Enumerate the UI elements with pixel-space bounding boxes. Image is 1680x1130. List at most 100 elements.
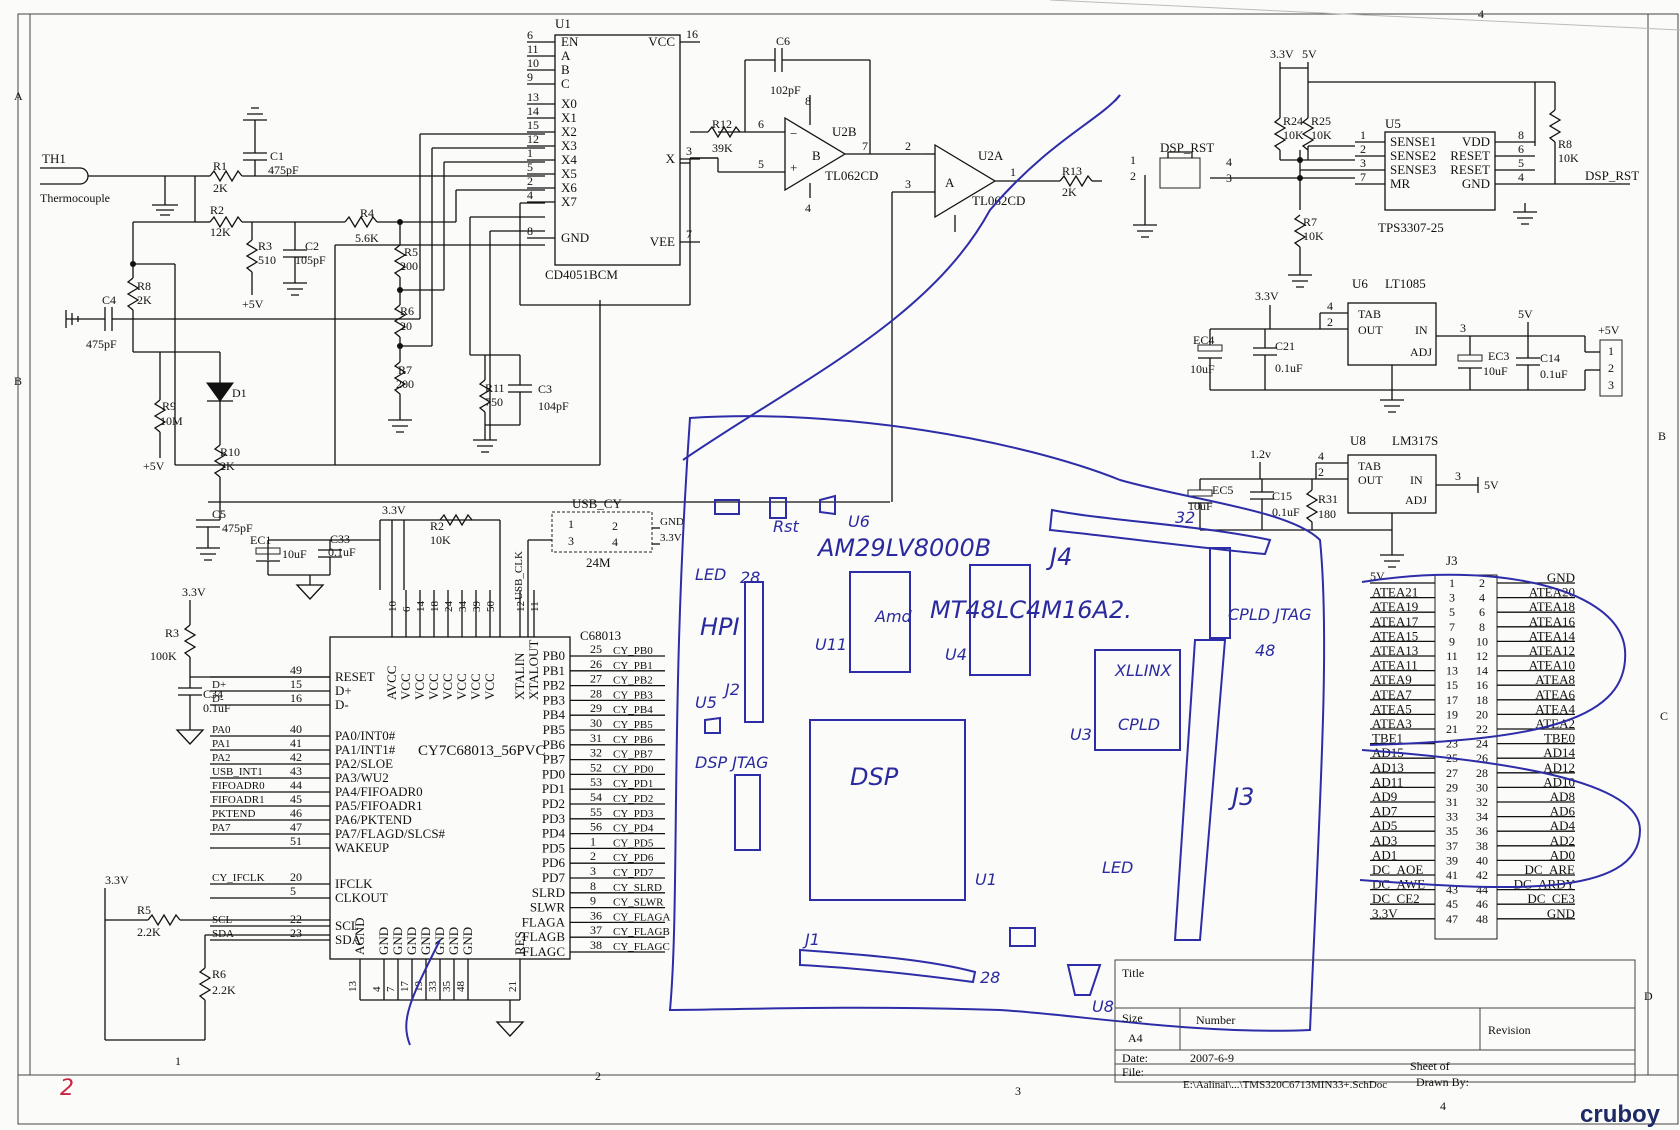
j3-right-net: AD12 [1543, 760, 1575, 775]
cy-left-pin-number: 41 [290, 736, 302, 750]
j3-pin-odd: 31 [1446, 795, 1458, 809]
cy-top-pin-number: 6 [401, 606, 413, 612]
usb-r2-ref: R2 [430, 519, 444, 533]
sketch-dsp-jtag: DSP JTAG [695, 753, 769, 772]
r9-ref: R9 [162, 399, 176, 413]
r8-value: 2K [137, 293, 152, 307]
j3-pin-even: 34 [1476, 810, 1488, 824]
r4-ref: R4 [360, 206, 374, 220]
ec3-ref: EC3 [1488, 349, 1509, 363]
u2b-pin: 4 [805, 201, 811, 215]
cy-left-pin-name: PA1/INT1# [335, 742, 396, 757]
r6-value: 20 [400, 319, 412, 333]
sup-pin-name: SENSE2 [1390, 148, 1436, 163]
sketch-hpi: HPI [700, 613, 740, 641]
cy-right-pin-net: CY_PB6 [613, 734, 653, 746]
cy-right-pin-net: CY_FLAGA [613, 911, 671, 923]
reset-button-label: DSP_RST [1160, 140, 1214, 155]
j3-pin-odd: 35 [1446, 824, 1458, 838]
j3-left-net: ATEA17 [1372, 614, 1419, 629]
sup-pin-name: RESET [1450, 162, 1490, 177]
ec1-ref: EC1 [250, 533, 271, 547]
date-value: 2007-6-9 [1190, 1051, 1234, 1065]
cy-top-pin-name: VCC [468, 673, 483, 700]
cy-top-pin-name: VCC [440, 673, 455, 700]
cy-right-pin-name: PD1 [542, 781, 565, 796]
c6-value: 102pF [770, 83, 801, 97]
supervisor-part: TPS3307-25 [1378, 220, 1444, 235]
osc-pin: 2 [612, 519, 618, 533]
cy-top-pin-number: 12 [515, 601, 527, 612]
sketch-u6: U6 [848, 512, 870, 531]
cy7c68013-chip: C68013 CY7C68013_56PVC 10AVCC6VCC14VCC18… [210, 590, 671, 1037]
sketch-led: LED [695, 565, 726, 584]
j3-left-net: AD3 [1372, 833, 1397, 848]
cy-right-pin-number: 9 [590, 894, 596, 908]
cy-top-pin-name: XTALOUT [526, 640, 541, 700]
u2b-pin: 7 [862, 139, 868, 153]
cy-top-pin-number: 18 [429, 601, 441, 613]
cy-left-pin-name: SCL [335, 918, 359, 933]
ec5-value: 10uF [1188, 499, 1213, 513]
j3-pin-even: 4 [1479, 591, 1485, 605]
cy-top-pin-name: AVCC [384, 666, 399, 700]
u2b-label: B [812, 148, 821, 163]
j3-pin-even: 44 [1476, 883, 1488, 897]
input-resistor-network: R1 2K C1 475pF R2 12K R3 510 +5V C2 105p… [65, 107, 890, 561]
u8-out: OUT [1358, 473, 1383, 487]
cy-left-pin-name: WAKEUP [335, 840, 389, 855]
regulator-u6: U6 LT1085 TAB OUT IN ADJ 4 2 3 3.3V 5V E… [1190, 276, 1585, 413]
supply-label: +5V [143, 459, 165, 473]
cy-right-pin-net: CY_PD3 [613, 808, 654, 820]
cy-right-pin-name: SLWR [530, 900, 565, 915]
sketch-j4: J4 [1046, 543, 1072, 571]
cy-right-pin-net: CY_PD0 [613, 763, 654, 775]
osc-ref: USB_CY [572, 496, 622, 511]
j3-pin-even: 42 [1476, 868, 1488, 882]
mux-pin-name: C [561, 76, 570, 91]
cy-right-pin-number: 30 [590, 716, 602, 730]
ec1-value: 10uF [282, 547, 307, 561]
border-column-labels: 1 2 3 4 4 [175, 7, 1484, 1113]
u6-part: LT1085 [1385, 276, 1426, 291]
u8-pin: 3 [1455, 469, 1461, 483]
cy-right-pin-number: 28 [590, 686, 602, 700]
cy-left-pin-number: 23 [290, 926, 302, 940]
c4-value: 475pF [86, 337, 117, 351]
cy-right-pin-net: CY_PB7 [613, 749, 653, 761]
mux-pin-number: 15 [527, 118, 539, 132]
cy-left-pin-net: FIFOADR0 [212, 780, 265, 792]
j3-pin-odd: 45 [1446, 897, 1458, 911]
cy-right-pin-name: PB0 [543, 648, 565, 663]
u2b-ref: U2B [832, 124, 857, 139]
j3-pin-even: 16 [1476, 678, 1488, 692]
cy-right-pin-net: CY_PD2 [613, 793, 653, 805]
j3-left-net: ATEA3 [1372, 716, 1412, 731]
cy-right-pin-number: 29 [590, 701, 602, 715]
cy-right-pin-net: CY_PB3 [613, 689, 653, 701]
j3-pin-odd: 37 [1446, 839, 1458, 853]
j3-right-net: AD2 [1550, 833, 1575, 848]
c2-value: 105pF [295, 253, 326, 267]
cy-right-pin-name: PD6 [542, 855, 566, 870]
u6-in: IN [1415, 323, 1428, 337]
c33-ref: C33 [330, 532, 350, 546]
c2-ref: C2 [305, 239, 319, 253]
j3-right-net: ATEA14 [1529, 628, 1576, 643]
sketch-28: 28 [740, 568, 760, 587]
c5-value: 475pF [222, 521, 253, 535]
j3-pin-even: 22 [1476, 722, 1488, 736]
j3-left-net: AD13 [1372, 760, 1404, 775]
c3-ref: C3 [538, 382, 552, 396]
cy-chip-part: CY7C68013_56PVC [418, 743, 546, 759]
j3-right-net: ATEA4 [1535, 701, 1575, 716]
cy-bottom-pin-number: 13 [347, 981, 359, 993]
cy-right-pin-number: 54 [590, 790, 602, 804]
u8-pin: 4 [1318, 449, 1324, 463]
cy-right-pin-name: PB4 [543, 707, 566, 722]
mux-pin-name: EN [561, 34, 579, 49]
mux-pin-name: X [666, 151, 676, 166]
sketch-48: 48 [1255, 641, 1275, 660]
th1-name: Thermocouple [40, 191, 110, 205]
